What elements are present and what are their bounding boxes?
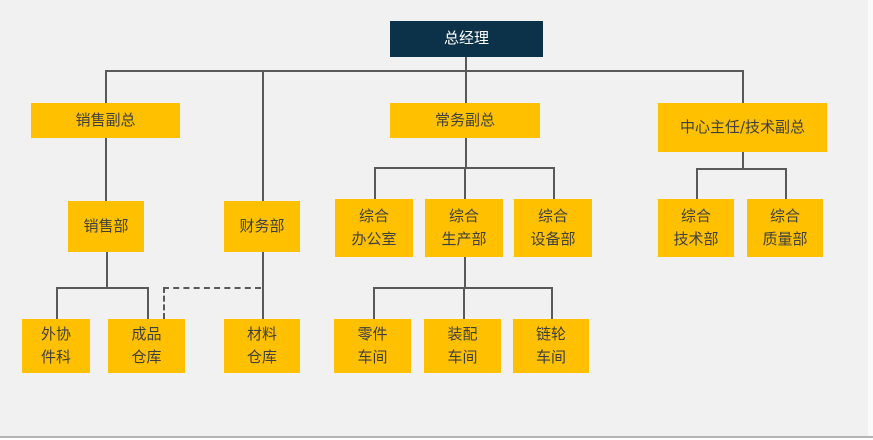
bottom-gutter [0,438,873,440]
connector-dashed-vertical [163,287,165,319]
node-sales-dept[interactable]: 销售部 [68,201,144,252]
connector-drop-finance-dept [262,70,264,201]
node-general-office[interactable]: 综合 办公室 [335,199,413,257]
connector-left-low-bus [56,287,149,289]
connector-gm-stub [465,55,467,72]
node-finished-goods-warehouse[interactable]: 成品 仓库 [108,319,185,373]
connector-drop-finished [147,287,149,319]
node-sprocket-workshop[interactable]: 链轮 车间 [513,319,589,373]
connector-drop-tech [696,168,698,199]
connector-salesdept-stub [106,252,108,287]
connector-drop-executive-vp [465,70,467,103]
node-finance-dept[interactable]: 财务部 [224,201,300,252]
node-executive-vp[interactable]: 常务副总 [390,103,540,138]
connector-drop-center-dir [742,70,744,103]
connector-drop-assembly [463,287,465,319]
connector-right-bus [696,168,787,170]
connector-drop-production [464,167,466,199]
connector-top-bus [105,70,744,72]
connector-drop-equipment [553,167,555,199]
connector-finance-material [262,252,264,319]
node-assembly-workshop[interactable]: 装配 车间 [424,319,501,373]
node-material-warehouse[interactable]: 材料 仓库 [224,319,300,373]
node-production-dept[interactable]: 综合 生产部 [425,199,503,257]
node-equipment-dept[interactable]: 综合 设备部 [514,199,592,257]
connector-salesvp-salesdept [105,138,107,201]
node-tech-dept[interactable]: 综合 技术部 [658,199,734,257]
node-quality-dept[interactable]: 综合 质量部 [747,199,823,257]
connector-drop-office [374,167,376,199]
connector-drop-outsourcing [56,287,58,319]
connector-centerdir-stub [742,152,744,168]
bottom-divider [0,436,873,438]
connector-production-stub [464,257,466,287]
connector-drop-quality [785,168,787,199]
node-parts-workshop[interactable]: 零件 车间 [334,319,411,373]
right-gutter [868,0,873,440]
connector-execvp-stub [465,138,467,167]
connector-dashed-horizontal [163,287,261,289]
connector-drop-sprocket [551,287,553,319]
node-outsourcing-section[interactable]: 外协 件科 [22,319,90,373]
connector-drop-sales-vp [105,70,107,103]
node-general-manager[interactable]: 总经理 [390,21,543,57]
connector-drop-parts [373,287,375,319]
node-sales-vp[interactable]: 销售副总 [31,103,180,138]
node-center-director[interactable]: 中心主任/技术副总 [658,103,827,152]
